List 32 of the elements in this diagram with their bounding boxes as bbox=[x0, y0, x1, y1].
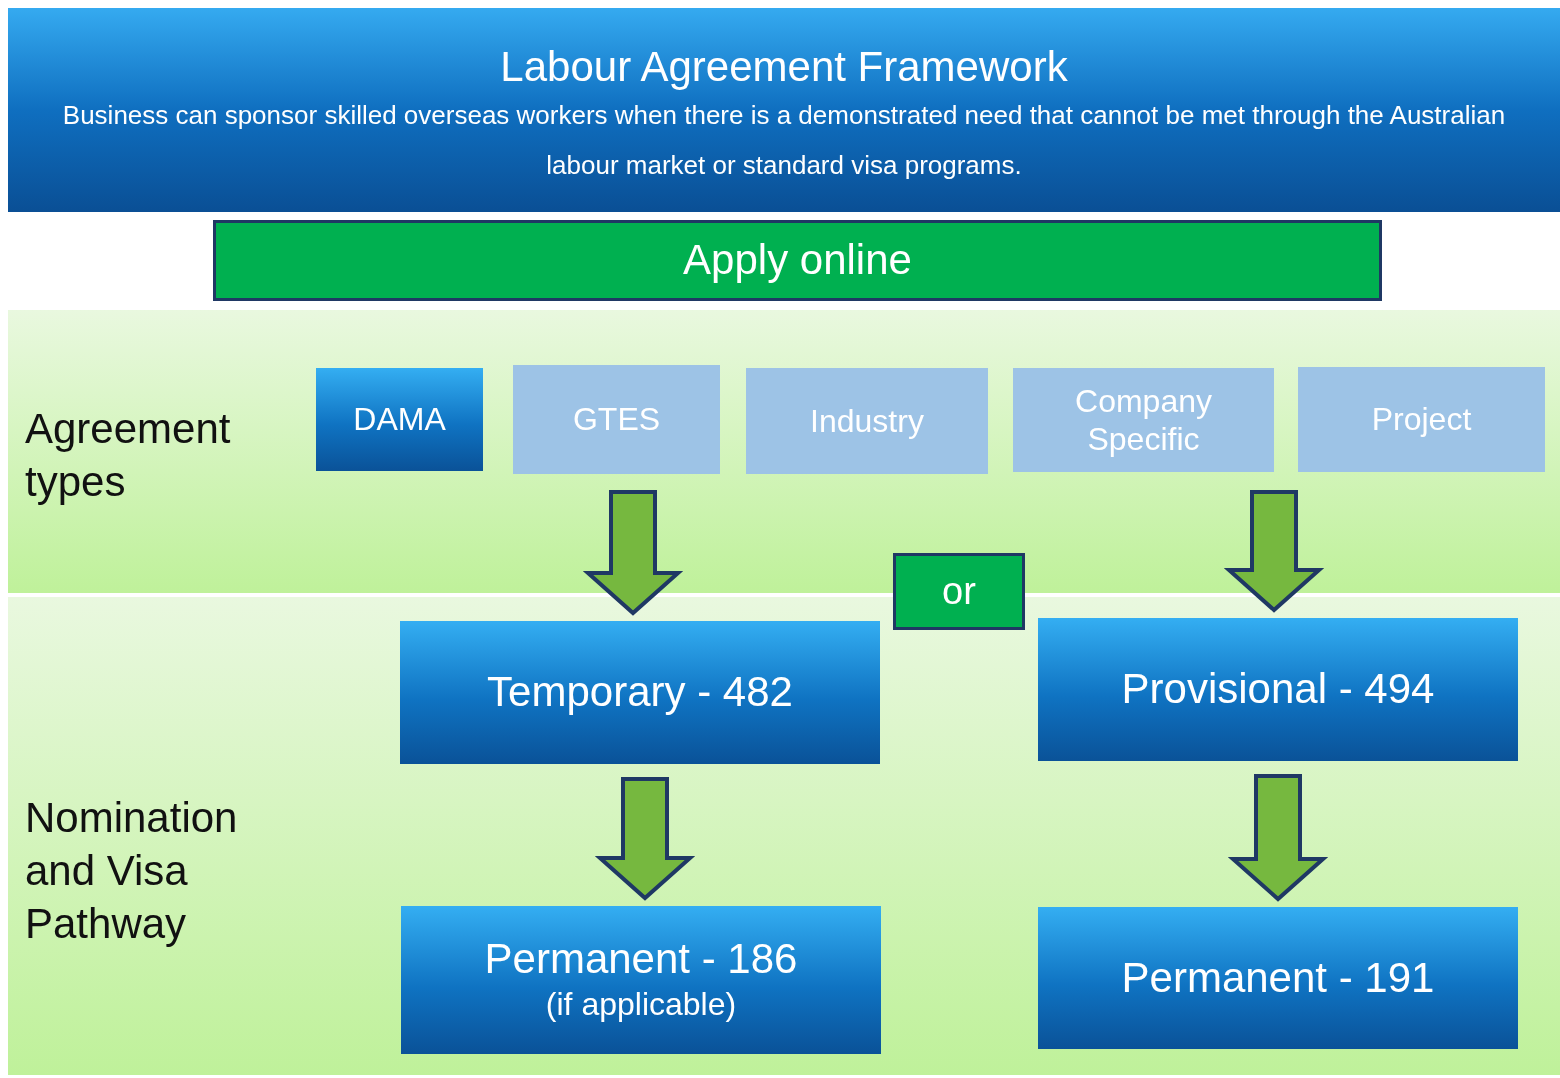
note: (if applicable) bbox=[545, 985, 737, 1025]
visa-box bbox=[1038, 618, 1518, 761]
visa-box bbox=[401, 906, 881, 1054]
block-arrow bbox=[594, 777, 696, 901]
agreement-type-box bbox=[1298, 367, 1545, 472]
section-label: Agreement types bbox=[25, 404, 232, 507]
box-label: Permanent - 191 bbox=[1121, 952, 1435, 1003]
agreement-type-box bbox=[1013, 368, 1274, 472]
header-banner bbox=[8, 8, 1560, 212]
box-label: Industry bbox=[810, 401, 924, 441]
box-label: Apply online bbox=[683, 235, 912, 286]
box-label: GTES bbox=[572, 400, 661, 439]
description: Business can sponsor skilled overseas workers when there is a demonstrated need that cannot be met through the Australian labour market or standard visa programs. bbox=[61, 99, 1507, 182]
or-box bbox=[893, 553, 1025, 630]
box-label: Temporary - 482 bbox=[487, 667, 793, 718]
agreement-type-box bbox=[513, 365, 720, 474]
box-label: Project bbox=[1371, 400, 1472, 439]
agreement-type-box bbox=[746, 368, 988, 474]
box-label: Permanent - 186 bbox=[484, 934, 798, 984]
agreement-type-box bbox=[316, 368, 483, 471]
block-arrow bbox=[1227, 774, 1329, 902]
visa-box bbox=[1038, 907, 1518, 1049]
block-arrow bbox=[1223, 490, 1325, 613]
section-label: Nomination and Visa Pathway bbox=[25, 793, 239, 949]
title: Labour Agreement Framework bbox=[499, 42, 1069, 92]
block-arrow bbox=[582, 490, 684, 616]
apply-banner bbox=[213, 220, 1382, 301]
box-label: or bbox=[942, 568, 976, 614]
visa-box bbox=[400, 621, 880, 764]
box-label: Provisional - 494 bbox=[1121, 664, 1435, 715]
box-label: Company Specific bbox=[1074, 381, 1213, 459]
box-label: DAMA bbox=[353, 400, 446, 439]
